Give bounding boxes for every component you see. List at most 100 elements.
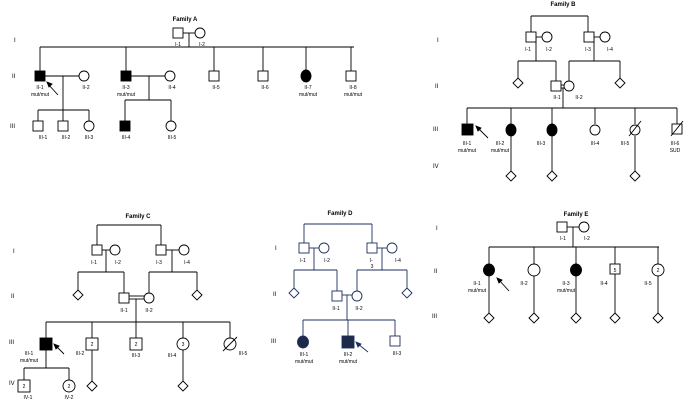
family-b-iv-diamond-2 <box>546 170 558 182</box>
family-e-iii-diamond-1 <box>483 312 495 324</box>
family-c-i2-female <box>109 244 121 256</box>
family-c-count-iii4: 3 <box>182 342 185 348</box>
family-e-iii-diamond-4 <box>609 312 621 324</box>
family-b-iii1-affected-male <box>461 123 474 136</box>
family-e-lines <box>488 226 659 313</box>
family-d-i4-female <box>386 242 398 254</box>
family-e-label-ii3: II-3 <box>562 281 569 287</box>
family-a-gen-2: II <box>12 74 16 80</box>
family-e-ii5-female-group <box>651 263 665 277</box>
family-d-ii-left-diamond <box>288 287 300 299</box>
family-c-iii3-male-group <box>129 337 143 351</box>
family-e-geno-ii1: mut/mut <box>468 288 487 294</box>
family-a-label-ii3: II-3 <box>122 85 129 91</box>
family-d-title: Family D <box>327 211 353 217</box>
family-b-label-ii2: II-2 <box>575 95 582 101</box>
family-a-ii5-male <box>208 70 220 82</box>
family-c-iii4-female-group <box>176 337 190 351</box>
family-d-label-ii1: II-1 <box>332 306 339 312</box>
family-d-i2-female <box>318 242 330 254</box>
family-b-title: Family B <box>550 2 576 8</box>
family-c-label-iii4: III-4 <box>168 353 177 359</box>
family-c-label-i3: I-3 <box>156 260 162 266</box>
family-e-gen-3: III <box>432 314 437 320</box>
family-a-ii7-affected-female <box>300 69 312 83</box>
family-c-label-iii5: III-5 <box>239 351 248 357</box>
family-e-iii-diamond-2 <box>528 312 540 324</box>
family-b-iii3-affected-female <box>546 123 558 137</box>
family-b: Family B I II III IV <box>433 2 684 182</box>
family-d-gen-2: II <box>273 292 277 298</box>
family-e-gen-2: II <box>434 269 438 275</box>
family-b-ii1-male <box>550 80 562 92</box>
family-c-count-iv1: 2 <box>23 384 26 390</box>
family-e-ii2-female <box>527 263 541 277</box>
family-a-label-ii4: II-4 <box>168 85 175 91</box>
family-b-i2-female <box>541 31 553 43</box>
family-b-label-i1: I-1 <box>525 47 531 53</box>
family-d-label-i2: I-2 <box>324 258 330 264</box>
family-c-ii-right-diamond <box>191 289 203 301</box>
family-b-i4-female <box>599 31 611 43</box>
family-b-label-iii2: III-2 <box>496 141 505 147</box>
family-a-arrow <box>46 81 59 96</box>
family-d-ii-right-diamond <box>401 287 413 299</box>
family-c-iii2-male-group <box>85 337 99 351</box>
family-a-title: Family A <box>173 17 198 23</box>
family-b-iii6-deceased-male <box>671 123 683 135</box>
family-c-gen-3: III <box>9 340 14 346</box>
family-c-label-iii3: III-3 <box>132 353 141 359</box>
family-c-count-iv2: 2 <box>68 384 71 390</box>
family-a-geno-ii8: mut/mut <box>344 92 363 98</box>
family-a-iii2-male <box>57 120 69 132</box>
family-a-ii6-male <box>257 70 269 82</box>
family-d-iii1-affected-female <box>297 335 309 349</box>
family-a-lines <box>37 32 354 121</box>
family-b-ii-right-diamond <box>614 77 626 89</box>
family-a-gen-3: III <box>10 124 15 130</box>
family-b-gen-4: IV <box>433 164 439 170</box>
family-a-ii3-affected-male <box>120 70 132 82</box>
family-b-geno-iii1: mut/mut <box>458 148 477 154</box>
family-d-gen-3: III <box>271 339 276 345</box>
family-d-ii2-female <box>351 290 363 302</box>
family-c-gen-2: II <box>11 294 15 300</box>
family-d-label-i4: I-4 <box>395 258 401 264</box>
family-d-label-iii3: III-3 <box>393 351 402 357</box>
family-a-iii3-female <box>83 120 95 132</box>
family-c-ii2-female <box>143 292 155 304</box>
family-c-i1-male <box>91 244 103 256</box>
family-b-arrow <box>475 125 489 139</box>
family-c-label-ii2: II-2 <box>145 308 152 314</box>
family-b-label-iii5: III-5 <box>621 141 630 147</box>
family-b-label-i2: I-2 <box>546 47 552 53</box>
family-e-title: Family E <box>564 212 589 218</box>
family-b-iv-diamond-3 <box>629 170 641 182</box>
family-d-arrow <box>355 341 369 353</box>
family-b-ii-left-diamond <box>512 77 524 89</box>
family-c-label-iv1: IV-1 <box>24 395 33 401</box>
family-a-ii2-female <box>78 70 90 82</box>
family-e-i1-male <box>556 221 568 233</box>
family-b-label-i4: I-4 <box>607 47 613 53</box>
family-b-i3-male <box>583 31 595 43</box>
family-b-label-iii3: III-3 <box>537 141 546 147</box>
family-b-iii4-female <box>589 124 601 136</box>
family-e: Family E I II III <box>432 212 665 324</box>
family-b-gen-3: III <box>433 127 438 133</box>
family-a-label-iii4: III-4 <box>122 135 131 141</box>
family-b-label-iii6: III-6 <box>671 141 680 147</box>
family-d-label-i3b: 3 <box>371 264 374 270</box>
family-c-title: Family C <box>125 214 151 220</box>
family-a-geno-ii7: mut/mut <box>299 92 318 98</box>
family-e-ii4-male-group <box>609 263 621 275</box>
family-e-label-ii4: II-4 <box>600 281 607 287</box>
family-e-label-ii1: II-1 <box>473 281 480 287</box>
family-a-i1-male <box>172 27 184 39</box>
family-c-iii5-deceased-female <box>223 337 237 351</box>
family-a-label-ii1: II-1 <box>36 85 43 91</box>
family-c-i3-male <box>155 244 167 256</box>
family-c-label-i1: I-1 <box>91 260 97 266</box>
family-c-gen-1: I <box>13 249 15 255</box>
family-b-label-iii4: III-4 <box>591 141 600 147</box>
